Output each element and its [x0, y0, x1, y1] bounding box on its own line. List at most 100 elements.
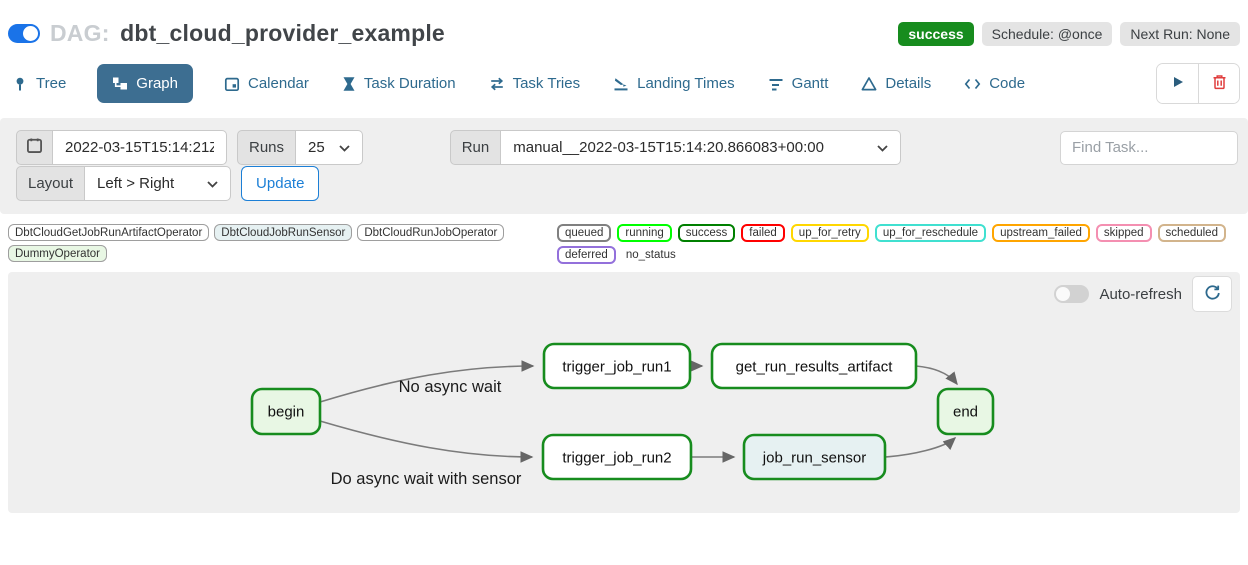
chevron-down-icon: [877, 139, 888, 156]
filter-row-2: Layout Left > Right Update: [16, 166, 1238, 201]
status-legend-badge[interactable]: success: [677, 224, 736, 242]
task-node-job-run-sensor[interactable]: job_run_sensor: [742, 433, 887, 481]
play-icon: [1171, 75, 1185, 92]
hourglass-icon: [342, 76, 356, 92]
chevron-down-icon: [339, 139, 350, 156]
tab-label: Task Duration: [363, 75, 456, 92]
tab-label: Gantt: [791, 75, 829, 92]
dag-pause-toggle[interactable]: [8, 24, 40, 43]
dag-header: DAG: dbt_cloud_provider_example success …: [0, 0, 1248, 57]
trigger-dag-button[interactable]: [1157, 64, 1198, 103]
task-node-trigger-job-run1[interactable]: trigger_job_run1: [542, 342, 692, 390]
toggle-knob: [23, 26, 38, 41]
task-node-label: trigger_job_run2: [562, 450, 671, 467]
landing-plane-icon: [613, 76, 629, 92]
tab-tree[interactable]: Tree: [12, 75, 66, 92]
graph-icon: [112, 76, 128, 92]
datepicker-button[interactable]: [16, 130, 53, 165]
task-node-get-run-results-artifact[interactable]: get_run_results_artifact: [710, 342, 918, 390]
status-badge: success: [898, 21, 974, 46]
retry-arrows-icon: [489, 76, 505, 92]
tab-graph[interactable]: Graph: [97, 64, 193, 103]
runs-label: Runs: [237, 130, 297, 165]
status-legend-badge[interactable]: deferred: [557, 246, 616, 264]
tab-calendar[interactable]: Calendar: [224, 75, 309, 92]
status-legend-badge[interactable]: upstream_failed: [992, 224, 1090, 242]
status-legend-badge[interactable]: up_for_reschedule: [874, 224, 987, 242]
operator-badge: DbtCloudGetJobRunArtifactOperator: [8, 224, 210, 241]
operator-badge: DbtCloudJobRunSensor: [214, 224, 353, 241]
task-node-label: get_run_results_artifact: [736, 359, 894, 376]
tab-label: Landing Times: [637, 75, 735, 92]
edge-begin-trigger2: [319, 420, 534, 463]
task-node-trigger-job-run2[interactable]: trigger_job_run2: [541, 433, 693, 481]
trash-icon: [1212, 74, 1227, 93]
status-legend-badge[interactable]: queued: [557, 224, 612, 242]
tree-pin-icon: [12, 76, 28, 92]
gantt-bars-icon: [768, 76, 784, 92]
tab-task-tries[interactable]: Task Tries: [489, 75, 581, 92]
dag-label: DAG:: [50, 20, 110, 46]
edge-label-no-async: No async wait: [399, 378, 502, 396]
base-date-group: [16, 130, 227, 165]
header-badges: success Schedule: @once Next Run: None: [898, 21, 1240, 46]
edge-label-do-async: Do async wait with sensor: [331, 470, 522, 488]
dag-graph: No async wait Do async wait with sensor …: [250, 342, 995, 488]
task-node-begin[interactable]: begin: [250, 387, 322, 436]
edge-sensor-end: [884, 437, 957, 458]
status-legend-badge[interactable]: running: [617, 224, 672, 242]
auto-refresh-toggle[interactable]: [1054, 285, 1090, 303]
tab-label: Details: [885, 75, 932, 92]
status-legend-badge[interactable]: failed: [741, 224, 785, 242]
calendar-icon: [26, 137, 43, 158]
filter-row-1: Runs 25 Run manual__2022-03-15T15:14:20.…: [16, 130, 1238, 165]
layout-label: Layout: [16, 166, 86, 201]
num-runs-group: Runs 25: [237, 130, 363, 165]
status-legend-badge[interactable]: scheduled: [1157, 224, 1226, 242]
update-button[interactable]: Update: [241, 166, 320, 201]
tab-gantt[interactable]: Gantt: [768, 75, 829, 92]
num-runs-select[interactable]: 25: [296, 130, 363, 165]
calendar-icon: [224, 76, 240, 92]
filter-panel: Runs 25 Run manual__2022-03-15T15:14:20.…: [0, 118, 1248, 214]
graph-panel: Auto-refresh No async wait Do async wait…: [8, 272, 1240, 513]
find-task-input[interactable]: [1060, 130, 1238, 165]
status-legend-badge[interactable]: up_for_retry: [790, 224, 869, 242]
edge-artifact-end: [915, 365, 958, 386]
tab-label: Graph: [136, 75, 178, 92]
schedule-badge[interactable]: Schedule: @once: [981, 21, 1113, 46]
status-legend-badge: no_status: [625, 249, 676, 261]
operator-legend: DbtCloudGetJobRunArtifactOperator DbtClo…: [8, 224, 553, 262]
run-label: Run: [449, 130, 502, 165]
task-node-end[interactable]: end: [936, 387, 995, 436]
code-brackets-icon: [964, 77, 981, 91]
refresh-button[interactable]: [1192, 276, 1232, 312]
chevron-down-icon: [207, 175, 218, 192]
run-select-group: Run manual__2022-03-15T15:14:20.866083+0…: [449, 130, 902, 165]
view-tabs: Tree Graph Calendar Task Duration Task T…: [0, 57, 1248, 114]
tab-landing-times[interactable]: Landing Times: [613, 75, 735, 92]
tab-details[interactable]: Details: [861, 75, 931, 92]
tab-label: Task Tries: [512, 75, 581, 92]
operator-badge: DummyOperator: [8, 245, 107, 262]
status-legend-badge[interactable]: skipped: [1095, 224, 1152, 242]
task-node-label: job_run_sensor: [762, 450, 866, 467]
tab-code[interactable]: Code: [964, 75, 1025, 92]
triangle-icon: [861, 76, 877, 92]
page-title: DAG: dbt_cloud_provider_example: [50, 20, 445, 47]
next-run-badge: Next Run: None: [1120, 21, 1240, 46]
run-select[interactable]: manual__2022-03-15T15:14:20.866083+00:00: [501, 130, 902, 165]
delete-dag-button[interactable]: [1198, 64, 1239, 103]
auto-refresh-label: Auto-refresh: [1099, 285, 1182, 303]
layout-select[interactable]: Left > Right: [85, 166, 232, 201]
layout-group: Layout Left > Right: [16, 166, 232, 201]
tab-label: Code: [989, 75, 1026, 92]
dag-action-buttons: [1156, 63, 1240, 104]
tab-task-duration[interactable]: Task Duration: [342, 75, 456, 92]
graph-controls: Auto-refresh: [1054, 276, 1232, 312]
operator-badge: DbtCloudRunJobOperator: [357, 224, 505, 241]
task-node-label: end: [953, 404, 978, 421]
run-value: manual__2022-03-15T15:14:20.866083+00:00: [513, 139, 824, 156]
base-date-input[interactable]: [53, 130, 227, 165]
